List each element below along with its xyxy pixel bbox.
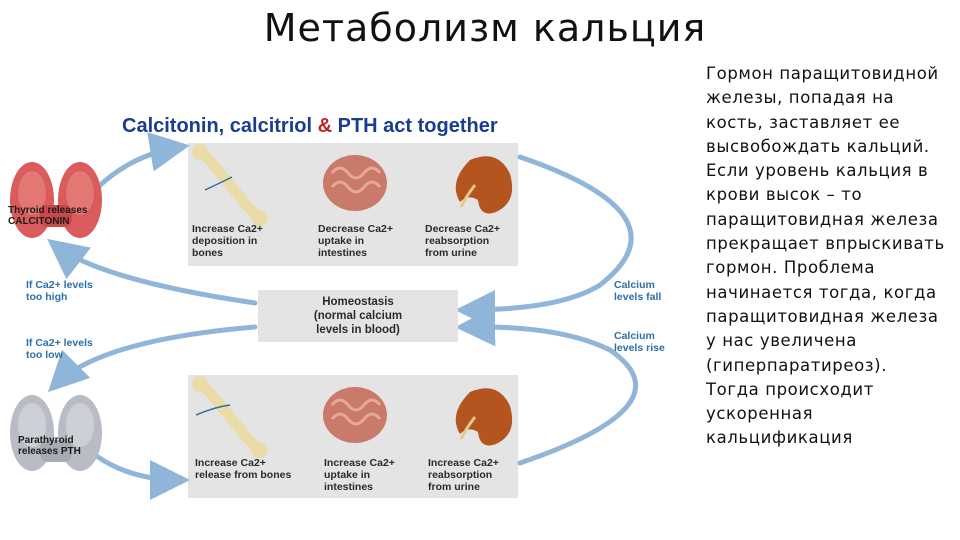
top-caption-bones: Increase Ca2+ deposition in bones (192, 223, 263, 259)
arrow-homeostasis-to-thyroid (47, 238, 258, 306)
bottom-caption-bones: Increase Ca2+ release from bones (195, 457, 292, 481)
label-calcium-levels-rise: Calcium levels rise (614, 330, 665, 354)
arrow-thyroid-to-bones (92, 132, 190, 193)
label-calcium-levels-fall: Calcium levels fall (614, 279, 662, 303)
top-caption-urine: Decrease Ca2+ reabsorption from urine (425, 223, 501, 259)
arrow-bottom-right-to-homeostasis (455, 306, 639, 466)
thyroid-label: Thyroid releases CALCITONIN (8, 205, 88, 227)
bottom-caption-intestines: Increase Ca2+ uptake in intestines (324, 457, 395, 493)
bottom-caption-urine: Increase Ca2+ reabsorption from urine (428, 457, 499, 493)
calcium-homeostasis-figure: Calcitonin, calcitriol & PTH act togethe… (0, 105, 700, 515)
parathyroid-label: Parathyroid releases PTH (18, 435, 81, 457)
kidney-icon-top (455, 156, 513, 214)
arrow-homeostasis-to-parathyroid (47, 324, 258, 393)
label-ca-too-high: If Ca2+ levels too high (26, 279, 93, 303)
kidney-icon-bottom (455, 388, 513, 446)
slide-title: Метаболизм кальция (263, 6, 707, 50)
cycle-arrows (47, 132, 639, 500)
side-description: Гормон паращитовидной железы, попадая на… (706, 64, 945, 448)
thyroid-gland-icon (10, 162, 102, 238)
arrow-parathyroid-to-bones (92, 452, 190, 500)
label-ca-too-low: If Ca2+ levels too low (26, 337, 93, 361)
homeostasis-box: Homeostasis (normal calcium levels in bl… (258, 290, 458, 342)
intestine-icon-bottom (323, 387, 387, 443)
top-caption-intestines: Decrease Ca2+ uptake in intestines (318, 223, 394, 259)
bone-icon-bottom (192, 376, 268, 458)
parathyroid-gland-icon (10, 395, 102, 471)
bone-icon-top (192, 144, 268, 226)
figure-artwork (10, 132, 639, 500)
arrow-top-right-to-homeostasis (455, 154, 634, 330)
intestine-icon-top (323, 155, 387, 211)
figure-title: Calcitonin, calcitriol & PTH act togethe… (122, 115, 498, 137)
